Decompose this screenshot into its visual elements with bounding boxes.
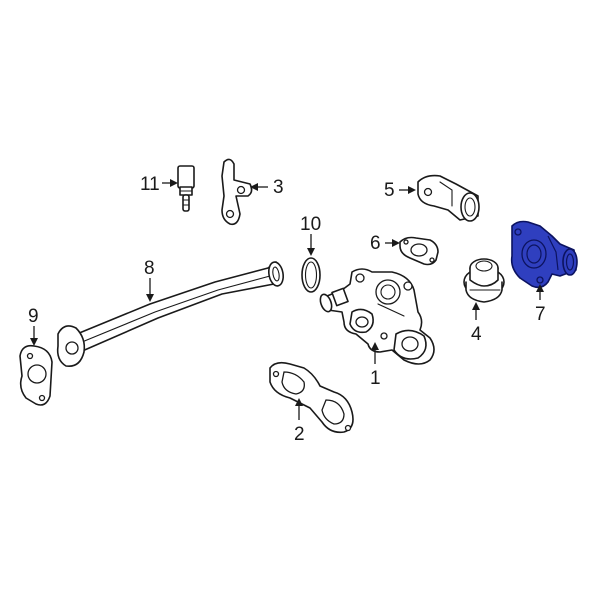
callout-leaders (30, 179, 544, 420)
part-6-outlet-gasket[interactable] (399, 236, 439, 266)
callout-9[interactable]: 9 (28, 306, 39, 327)
part-10-o-ring[interactable] (301, 257, 321, 293)
callout-11[interactable]: 11 (140, 174, 160, 195)
part-3-bracket[interactable] (221, 158, 253, 226)
callout-labels: 11 3 10 8 9 5 6 1 2 4 7 (28, 174, 546, 445)
part-4-thermostat[interactable] (463, 258, 505, 303)
callout-7[interactable]: 7 (535, 304, 546, 325)
part-9-pipe-gasket[interactable] (19, 344, 53, 406)
callout-8[interactable]: 8 (144, 258, 155, 279)
callout-4[interactable]: 4 (471, 324, 482, 345)
callout-5[interactable]: 5 (384, 180, 395, 201)
part-11-temperature-sensor[interactable] (177, 165, 195, 212)
part-2-housing-gasket[interactable] (269, 361, 354, 434)
part-1-thermostat-housing[interactable] (318, 268, 435, 365)
part-8-coolant-pipe[interactable] (56, 261, 285, 368)
callout-1[interactable]: 1 (370, 368, 381, 389)
callout-3[interactable]: 3 (273, 177, 284, 198)
callout-10[interactable]: 10 (300, 214, 321, 235)
callout-2[interactable]: 2 (294, 424, 305, 445)
part-7-thermostat-cover[interactable] (510, 220, 578, 289)
part-5-water-outlet[interactable] (417, 174, 480, 222)
callout-6[interactable]: 6 (370, 233, 381, 254)
